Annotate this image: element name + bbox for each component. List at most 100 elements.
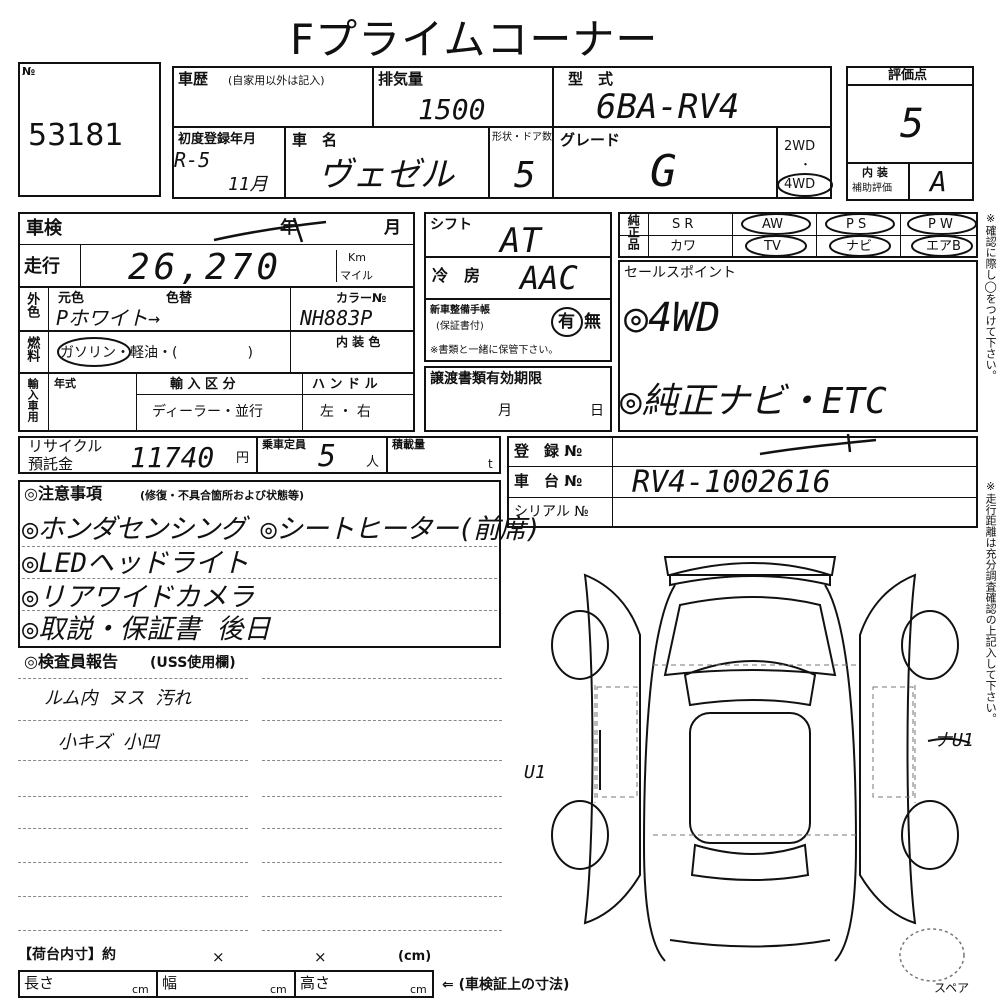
notes-line-4: ◎取説・保証書 後日 <box>22 614 271 645</box>
equip-tv[interactable]: TV <box>764 239 781 254</box>
interior-value: A <box>930 165 947 198</box>
report-line-2: 小キズ 小凹 <box>58 732 159 753</box>
spare-wheel-icon <box>899 928 965 982</box>
mileage-unit-mile: マイル <box>340 269 373 282</box>
inspection-month: 月 <box>384 218 401 238</box>
transfer-label: 譲渡書類有効期限 <box>430 371 542 387</box>
cargo-width-unit: cm <box>270 983 287 996</box>
diagram-right-mark: ナU1 <box>934 730 974 751</box>
report-line-1: ルム内 ヌス 汚れ <box>44 688 192 709</box>
mileage-unit-km: Km <box>348 251 366 264</box>
import-handle-value[interactable]: 左 ・ 右 <box>320 404 371 420</box>
spare-label: スペア <box>934 981 970 995</box>
lot-box <box>18 62 161 197</box>
vehicle-detail-grid <box>18 212 415 432</box>
cargo-length-label: 長さ <box>24 974 55 992</box>
cargo-height-unit: cm <box>410 983 427 996</box>
equip-ps[interactable]: P S <box>846 217 867 232</box>
doors-label: 形状・ドア数 <box>492 132 552 143</box>
import-handle-label: ハ ン ド ル <box>312 377 378 392</box>
sales-point-line1: ◎4WD <box>624 295 721 341</box>
registration-label: 登 録 № <box>514 442 583 460</box>
recycle-label-1: リサイクル <box>28 437 103 455</box>
recycle-grid <box>18 436 501 474</box>
transfer-month: 月 <box>498 403 512 419</box>
inspection-strike <box>213 217 327 243</box>
shift-value: AT <box>500 221 541 261</box>
manual-sub: (保証書付) <box>436 321 484 332</box>
cargo-label: 【荷台内寸】約 <box>18 947 116 963</box>
fuel-interior-label: 内 装 色 <box>336 335 381 349</box>
manual-label: 新車整備手帳 <box>430 305 490 316</box>
fuel-side-label: 燃料 <box>24 336 40 362</box>
shift-grid <box>424 212 612 362</box>
fuel-gasoline-circle <box>57 337 131 367</box>
chassis-label: 車 台 № <box>514 472 583 490</box>
diagram-left-mark: U1 <box>524 762 546 783</box>
manual-note: ※書類と一緒に保管下さい。 <box>430 345 559 356</box>
grade-label: グレード <box>560 131 621 149</box>
manual-yes-circle <box>551 307 583 337</box>
report-label: ◎検査員報告 <box>24 652 118 671</box>
color-code: NH883P <box>300 306 373 330</box>
model-type-label: 型 式 <box>568 70 614 88</box>
serial-label: シリアル № <box>514 504 589 520</box>
first-reg-label: 初度登録年月 <box>178 132 257 147</box>
notes-label: ◎注意事項 <box>24 484 102 503</box>
load-label: 積載量 <box>392 438 425 451</box>
equip-airbag[interactable]: エアB <box>926 239 961 254</box>
equip-side-label: 純正品 <box>626 214 641 250</box>
first-reg-year: R-5 <box>174 148 211 172</box>
notes-line-3: ◎リアワイドカメラ <box>22 582 255 613</box>
mileage-value: 26,270 <box>128 247 283 288</box>
report-sub: (USS使用欄) <box>150 655 236 671</box>
top-info-grid <box>172 66 832 199</box>
ac-value: AAC <box>520 259 578 297</box>
recycle-unit: 円 <box>236 451 250 466</box>
interior-label: 内 装 <box>862 166 888 179</box>
notes-line-1: ◎ホンダセンシング ◎シートヒーター(前席) <box>22 514 541 545</box>
rating-label: 評価点 <box>888 68 928 83</box>
equip-circles <box>741 213 977 257</box>
drive-2wd[interactable]: 2WD <box>784 139 816 154</box>
color-side-label: 外色 <box>24 292 40 318</box>
side-note-top: ※確認に際し◯をつけて下さい。 <box>984 212 998 381</box>
lot-number-label: № <box>22 65 36 78</box>
recycle-value: 11740 <box>130 441 215 474</box>
chassis-value: RV4-1002616 <box>632 465 831 500</box>
load-unit: t <box>488 457 493 471</box>
transfer-day: 日 <box>590 403 604 419</box>
drive-4wd[interactable]: 4WD <box>784 177 816 192</box>
import-class-label: 輸 入 区 分 <box>170 377 236 392</box>
drive-sep: ・ <box>800 158 811 171</box>
sales-point-line2: ◎純正ナビ・ETC <box>620 381 887 422</box>
color-change-label: 色替 <box>166 291 193 306</box>
cargo-length-unit: cm <box>132 983 149 996</box>
cargo-dimension-grid <box>18 970 434 998</box>
fuel-options[interactable]: ガソリン・軽油・( ) <box>60 345 253 361</box>
notes-line-2: ◎LEDヘッドライト <box>22 548 250 579</box>
lot-number: 53181 <box>28 118 124 153</box>
history-label: 車歴 <box>178 70 209 88</box>
cargo-width-label: 幅 <box>162 974 178 992</box>
rating-score: 5 <box>900 101 925 147</box>
equip-navi[interactable]: ナビ <box>846 239 873 254</box>
rating-box <box>846 66 974 201</box>
import-year-label: 年式 <box>54 377 76 390</box>
manual-no[interactable]: 無 <box>584 312 601 332</box>
import-class-value[interactable]: ディーラー・並行 <box>152 404 264 420</box>
import-side-label: 輸入車用 <box>26 378 40 422</box>
inspection-label: 車検 <box>26 218 62 239</box>
equip-sr[interactable]: S R <box>672 217 694 232</box>
displacement-value: 1500 <box>418 93 486 126</box>
manual-yes[interactable]: 有 <box>558 312 575 332</box>
equip-pw[interactable]: P W <box>928 217 953 232</box>
equip-aw[interactable]: AW <box>762 217 784 232</box>
equip-leather[interactable]: カワ <box>670 239 697 254</box>
color-code-label: カラー№ <box>336 291 387 305</box>
vehicle-damage-diagram <box>551 556 971 962</box>
transfer-box <box>424 366 612 432</box>
grade-value: G <box>650 146 677 197</box>
model-type-value: 6BA-RV4 <box>596 87 740 127</box>
capacity-value: 5 <box>318 439 337 474</box>
